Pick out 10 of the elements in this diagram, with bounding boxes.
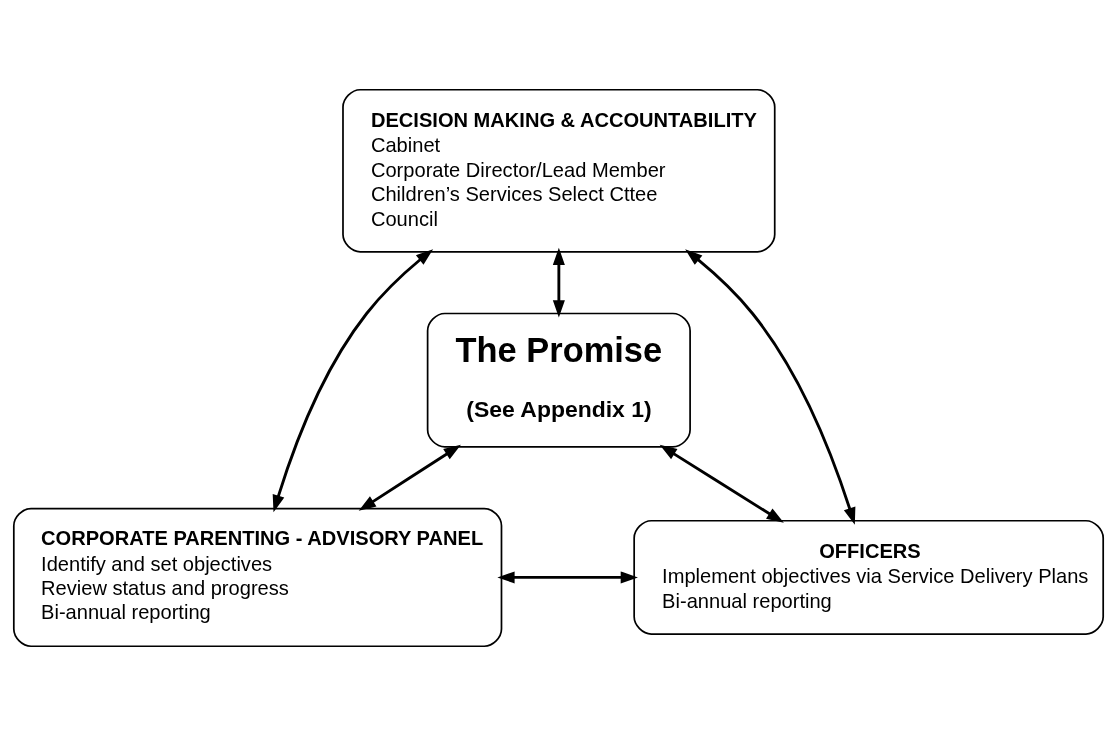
arrow [497,571,638,584]
arrow [552,247,565,318]
arrow [659,444,784,523]
arrow [685,249,856,525]
node-box: CORPORATE PARENTING - ADVISORY PANEL Identify and set objectives Review status and progress Bi-annual reporting [12,507,503,648]
node-box: The Promise (See Appendix 1) [426,312,691,448]
node-box: OFFICERS Implement objectives via Service Delivery Plans Bi-annual reporting [633,519,1105,635]
node-box: DECISION MAKING & ACCOUNTABILITY Cabinet Corporate Director/Lead Member Children’s Services Select Cttee Council [342,88,776,253]
arrow [272,249,434,513]
arrow [358,444,461,511]
